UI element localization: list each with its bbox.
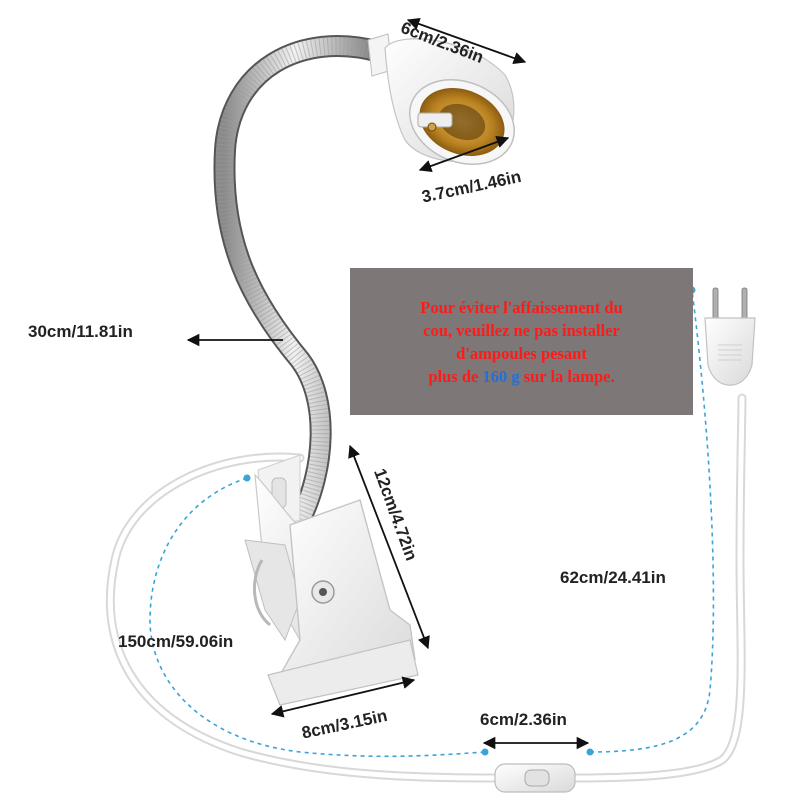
plug-cable-length-label: 62cm/24.41in [560, 568, 666, 587]
max-weight-value: 160 g [482, 366, 520, 386]
power-cable [105, 393, 747, 783]
dimension-arrows [186, 17, 590, 750]
switch-length-label: 6cm/2.36in [480, 710, 567, 729]
warning-line-4-prefix: plus de [428, 366, 483, 386]
warning-line-1: Pour éviter l'affaissement du [420, 297, 623, 317]
dashed-guides [149, 289, 715, 758]
weight-warning-box: Pour éviter l'affaissement du cou, veuil… [350, 268, 693, 415]
eu-plug-icon [704, 287, 756, 386]
inline-switch-icon [494, 763, 576, 793]
neck-length-label: 30cm/11.81in [28, 322, 133, 341]
warning-line-2: cou, veuillez ne pas installer [423, 320, 620, 340]
gooseneck-icon [213, 35, 391, 531]
weight-warning-text: Pour éviter l'affaissement du cou, veuil… [420, 296, 622, 388]
cable-length-label: 150cm/59.06in [118, 632, 234, 651]
warning-line-4-suffix: sur la lampe. [519, 366, 615, 386]
warning-line-3: d'ampoules pesant [456, 343, 587, 363]
warning-line-4: plus de 160 g sur la lampe. [420, 365, 622, 388]
